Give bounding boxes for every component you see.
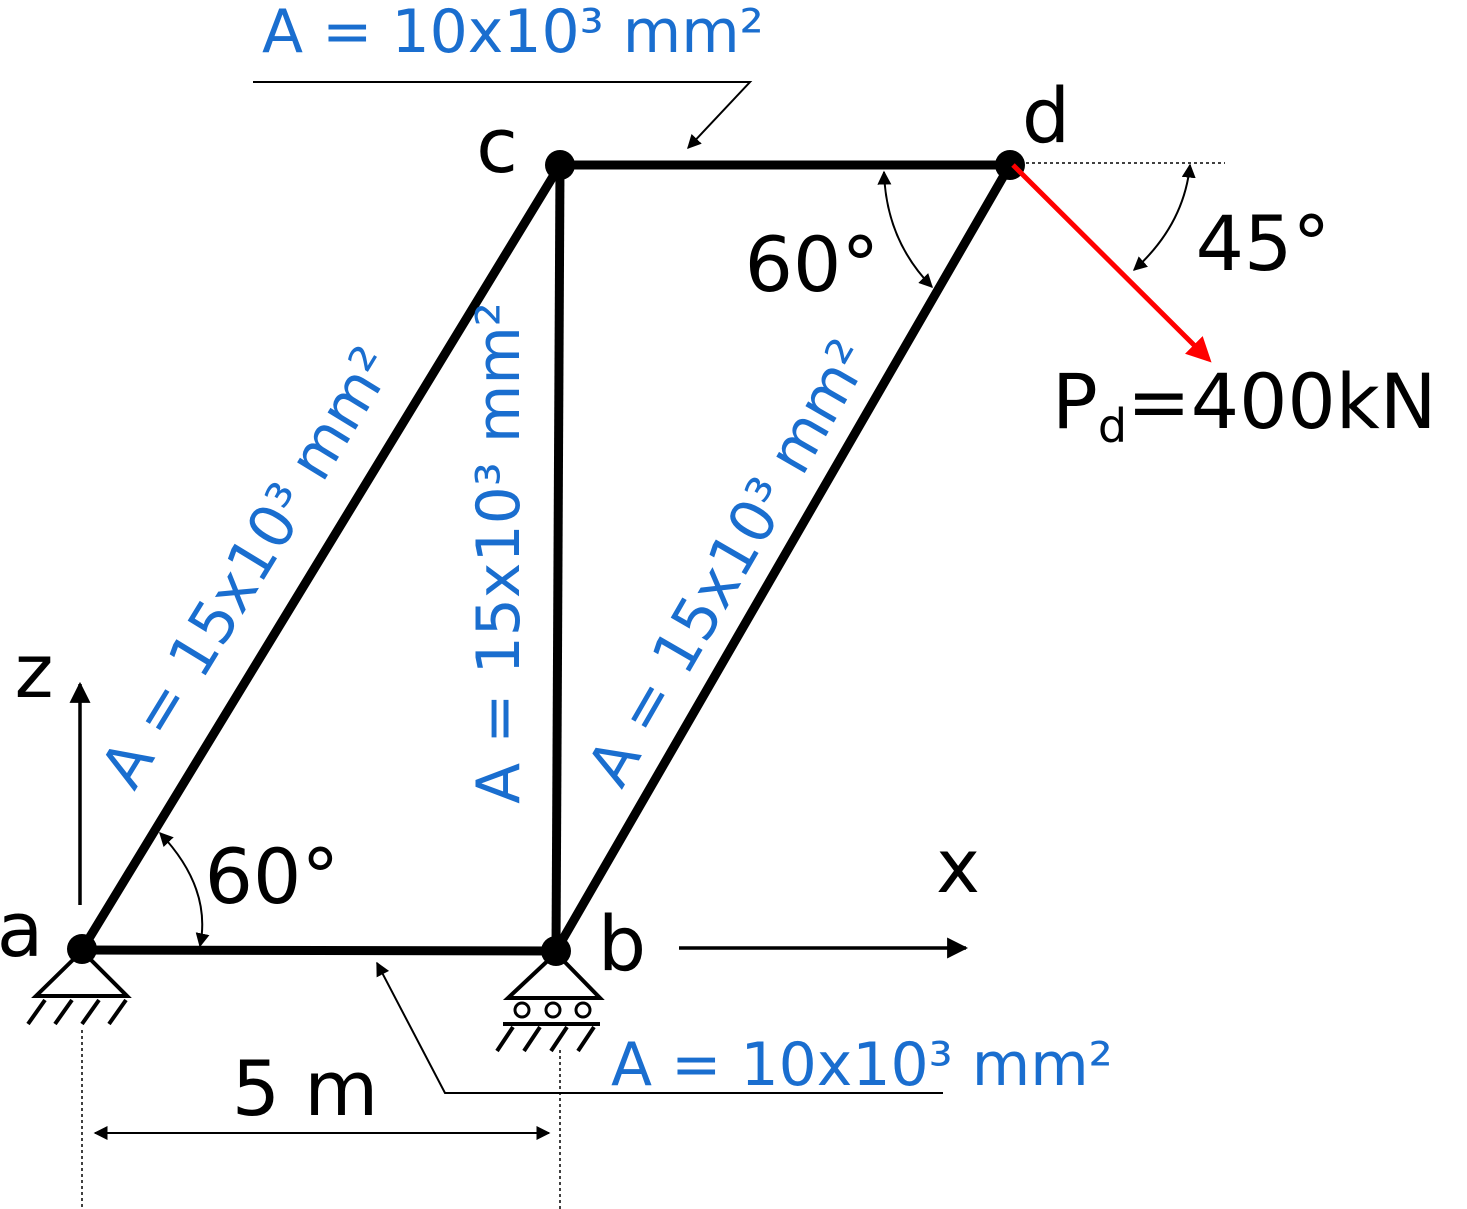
node-label-a: a — [0, 885, 43, 974]
angle-arc-d — [877, 170, 933, 289]
roller-support-icon — [495, 950, 605, 1053]
load-value: =400kN — [1127, 357, 1437, 446]
z-axis-label: z — [15, 629, 54, 715]
angle-label-a: 60° — [205, 832, 340, 921]
leader-cd — [253, 81, 753, 150]
area-label-cd: A = 10x10³ mm² — [262, 0, 764, 67]
area-label-bc: A = 15x10³ mm² — [464, 302, 534, 804]
angle-arc-a — [159, 831, 210, 948]
node-label-c: c — [476, 101, 518, 190]
dimension-label: 5 m — [232, 1044, 379, 1133]
area-label-bd: A = 15x10³ mm² — [574, 328, 885, 798]
x-axis-label: x — [936, 824, 980, 910]
load-subscript: d — [1098, 399, 1127, 453]
angle-label-d: 60° — [745, 220, 880, 309]
load-arrow — [1011, 163, 1212, 363]
node-label-d: d — [1022, 71, 1070, 160]
leader-ab — [376, 961, 943, 1094]
area-label-ac: A = 15x10³ mm² — [87, 335, 408, 800]
pin-support-icon — [26, 948, 132, 1026]
load-symbol: P — [1052, 357, 1098, 446]
member-bd — [552, 162, 1014, 954]
member-ab — [81, 945, 557, 956]
load-label: Pd=400kN — [1052, 357, 1437, 453]
joint-c — [545, 150, 575, 180]
angle-arc-load — [1132, 163, 1196, 271]
truss — [78, 160, 1014, 956]
member-bc — [551, 164, 565, 952]
area-label-ab: A = 10x10³ mm² — [611, 1030, 1113, 1100]
angle-label-load: 45° — [1196, 199, 1331, 288]
node-label-b: b — [598, 899, 646, 988]
member-ac — [78, 162, 564, 953]
